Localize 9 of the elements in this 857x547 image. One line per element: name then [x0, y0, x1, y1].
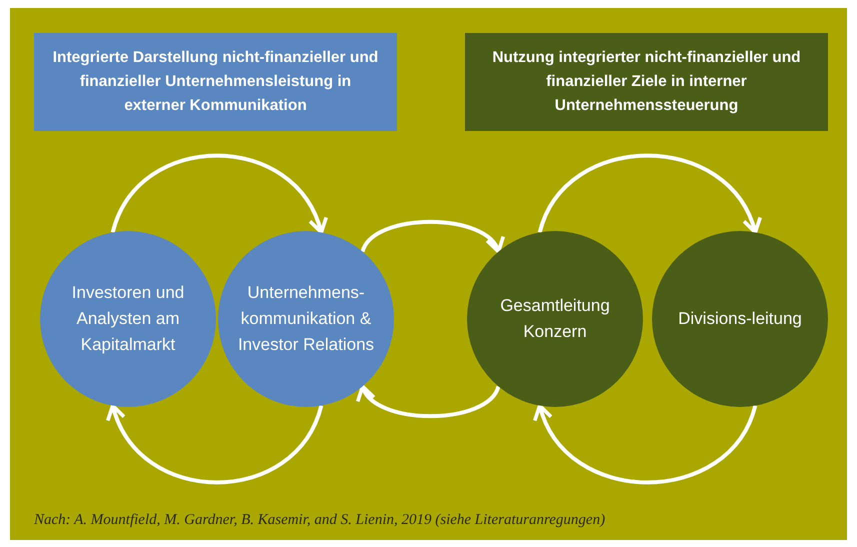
source-caption: Nach: A. Mountfield, M. Gardner, B. Kasemir, and S. Lienin, 2019 (siehe Literaturanregungen) — [34, 512, 606, 529]
curved-arrow — [359, 384, 500, 418]
curved-arrow — [534, 404, 758, 484]
heading-box: Integrierte Darstellung nicht-finanzieller und finanzieller Unternehmensleistung in externer Kommunikation — [34, 33, 397, 131]
heading-box: Nutzung integrierter nicht-finanzieller und finanzieller Ziele in interner Unternehmenssteuerung — [465, 33, 828, 131]
curved-arrow — [108, 404, 324, 484]
curved-arrow — [538, 154, 760, 234]
curved-arrow — [110, 154, 326, 234]
curved-arrow — [360, 220, 502, 254]
